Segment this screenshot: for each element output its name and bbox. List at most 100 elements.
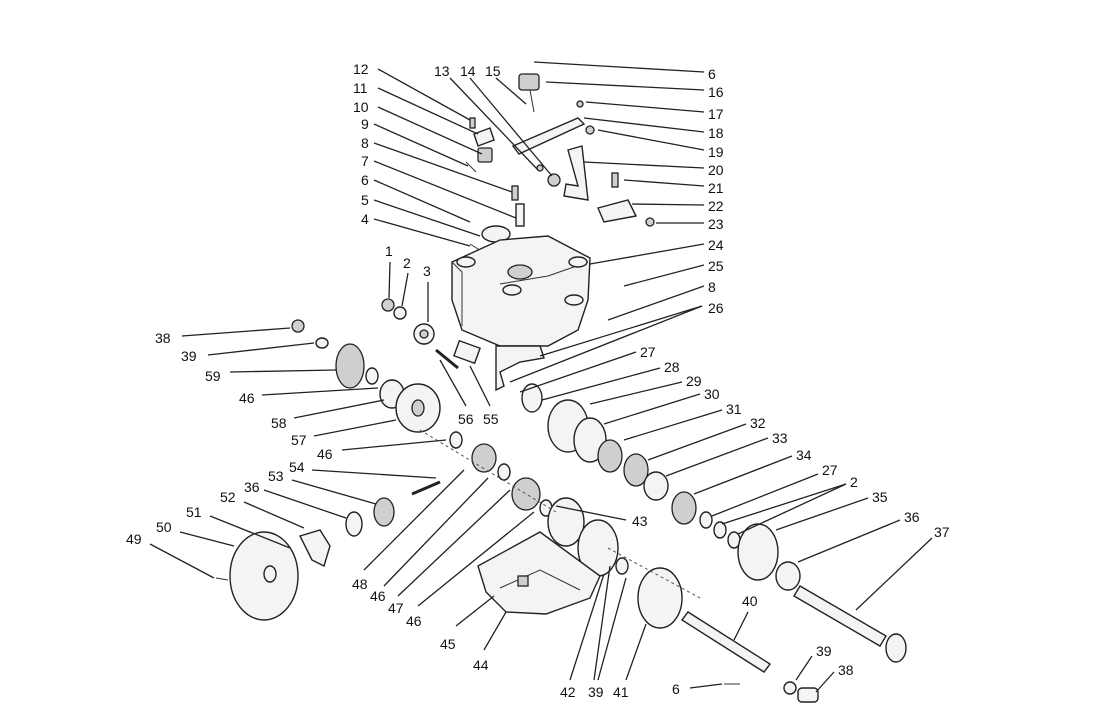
leader-line-8-right <box>607 285 705 321</box>
callout-40: 40 <box>742 593 758 609</box>
leader-line-36-right <box>797 519 901 563</box>
callout-16: 16 <box>708 84 724 100</box>
leader-line-34 <box>693 455 793 495</box>
leader-line-47 <box>397 489 511 597</box>
callout-3: 3 <box>423 263 431 279</box>
callout-8-right: 8 <box>708 279 716 295</box>
leader-line-15 <box>495 77 527 105</box>
callout-7: 7 <box>361 153 369 169</box>
leader-line-46-mid <box>341 439 447 451</box>
leader-line-26a <box>539 305 703 357</box>
shafts <box>680 585 907 703</box>
leader-line-27 <box>519 351 637 393</box>
leader-line-12 <box>377 68 471 121</box>
callout-11: 11 <box>353 80 368 96</box>
callout-31: 31 <box>726 401 742 417</box>
leader-line-26b <box>509 305 703 383</box>
leader-line-57 <box>313 419 397 437</box>
leader-line-5 <box>373 199 481 237</box>
callout-34: 34 <box>796 447 812 463</box>
callout-8: 8 <box>361 135 369 151</box>
callout-4: 4 <box>361 211 369 227</box>
callout-59: 59 <box>205 368 221 384</box>
leader-line-59 <box>229 369 337 373</box>
callout-36-right: 36 <box>904 509 920 525</box>
shift-lever-assembly <box>511 73 655 227</box>
leader-line-11 <box>377 87 479 135</box>
leader-line-6-bottom <box>689 683 723 689</box>
callout-21: 21 <box>708 180 724 196</box>
callout-38-right: 38 <box>838 662 854 678</box>
callout-47: 47 <box>388 600 404 616</box>
callout-45: 45 <box>440 636 456 652</box>
callout-6: 6 <box>361 172 369 188</box>
callout-46-mid: 46 <box>317 446 333 462</box>
leader-line-49 <box>149 543 215 579</box>
callout-54: 54 <box>289 459 305 475</box>
callout-28: 28 <box>664 359 680 375</box>
callout-38-left: 38 <box>155 330 171 346</box>
callout-32: 32 <box>750 415 766 431</box>
leader-line-25 <box>623 264 705 287</box>
leader-line-13 <box>449 77 539 171</box>
leader-line-39a <box>593 565 611 681</box>
callout-46-lower: 46 <box>370 588 386 604</box>
leader-line-51 <box>209 515 291 549</box>
leader-line-33 <box>665 437 769 477</box>
leader-line-27-right <box>711 473 819 517</box>
callout-17: 17 <box>708 106 724 122</box>
leader-line-35 <box>775 497 869 531</box>
leader-line-19 <box>597 129 705 151</box>
leader-line-21 <box>623 179 705 187</box>
leader-line-46-lower <box>383 477 489 587</box>
leader-line-46-left <box>261 387 379 396</box>
callout-43: 43 <box>632 513 648 529</box>
leader-line-41 <box>625 623 647 681</box>
leader-line-2a <box>721 483 847 525</box>
callout-37: 37 <box>934 524 950 540</box>
leader-line-54 <box>311 469 437 479</box>
leader-line-39-right <box>795 655 813 681</box>
callout-18: 18 <box>708 125 724 141</box>
leader-line-7 <box>373 160 517 219</box>
input-hardware <box>291 298 481 370</box>
callout-29: 29 <box>686 373 702 389</box>
callout-20: 20 <box>708 162 724 178</box>
leader-line-2 <box>401 272 409 307</box>
leader-line-39-left <box>207 342 315 356</box>
callout-25: 25 <box>708 258 724 274</box>
callout-24: 24 <box>708 237 724 253</box>
callout-36-left: 36 <box>244 479 260 495</box>
leader-line-9 <box>373 123 469 167</box>
callout-15: 15 <box>485 63 501 79</box>
callout-39-right: 39 <box>816 643 832 659</box>
callout-2: 2 <box>403 255 411 271</box>
leader-line-32 <box>647 423 747 461</box>
detent-hardware <box>465 117 525 255</box>
parts-drawing <box>215 73 907 703</box>
leader-line-53 <box>291 479 377 505</box>
callout-41: 41 <box>613 684 629 700</box>
leader-line-17 <box>585 101 705 113</box>
leader-line-31 <box>623 409 723 441</box>
leader-line-50 <box>179 531 235 547</box>
callout-12: 12 <box>353 61 369 77</box>
callout-53: 53 <box>268 468 284 484</box>
callout-35: 35 <box>872 489 888 505</box>
leader-line-43 <box>555 505 627 521</box>
leader-line-38-right <box>815 671 835 693</box>
callout-layer: 1 2 3 4 5 6 7 8 9 10 11 12 13 <box>126 61 950 700</box>
leader-line-58 <box>293 399 385 419</box>
leader-line-38-left <box>181 327 291 337</box>
leader-line-37 <box>855 537 933 611</box>
gearbox-housing <box>451 235 591 392</box>
callout-5: 5 <box>361 192 369 208</box>
callout-39-bottom: 39 <box>588 684 604 700</box>
callout-10: 10 <box>353 99 369 115</box>
leader-line-44 <box>483 611 507 651</box>
leader-line-6 <box>373 179 471 223</box>
leader-line-14 <box>469 77 553 177</box>
leader-line-20 <box>583 161 705 169</box>
leader-line-24 <box>589 243 705 265</box>
